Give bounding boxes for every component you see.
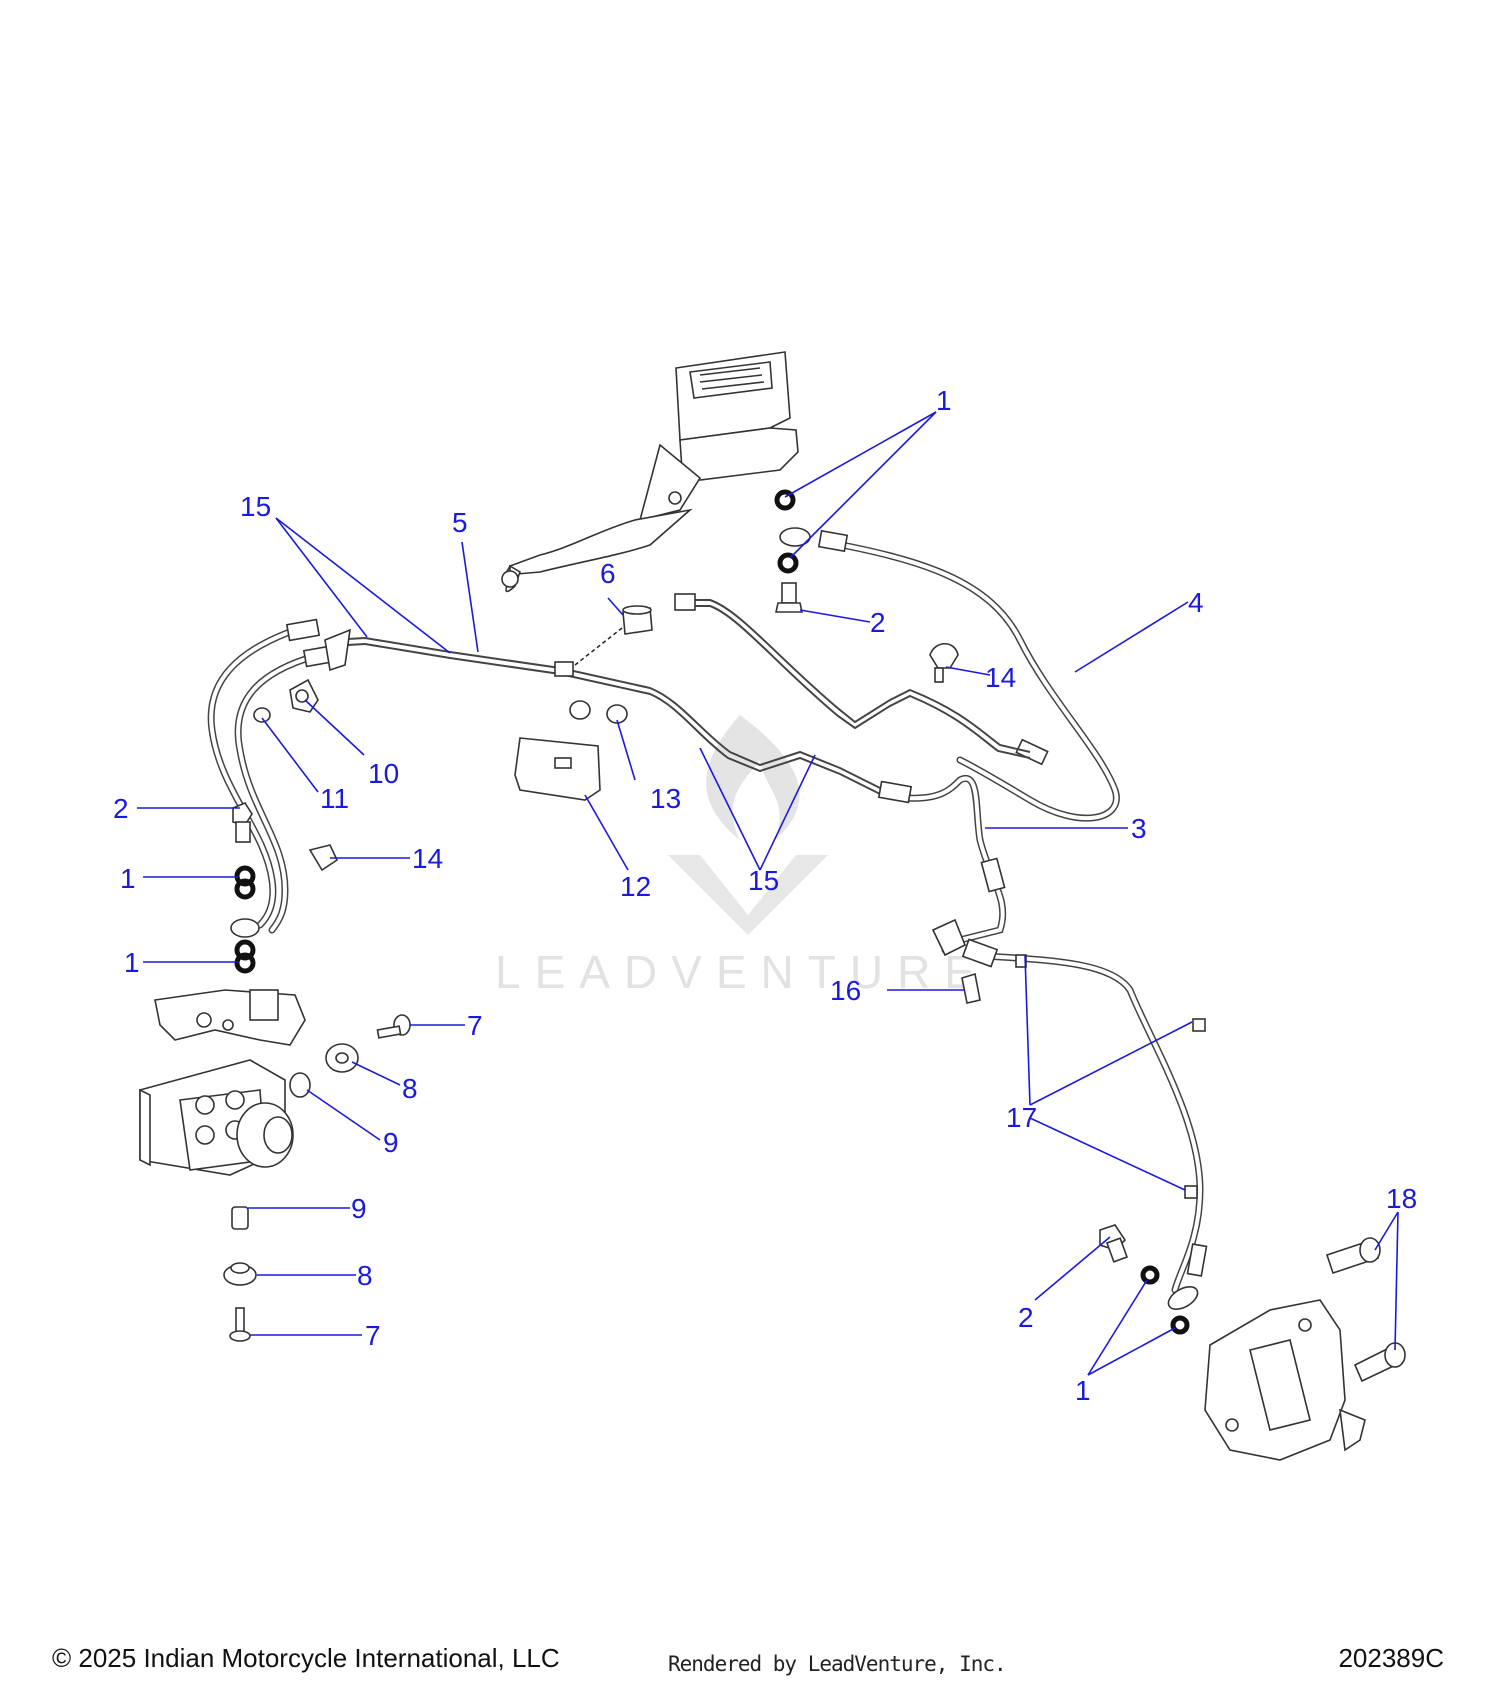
washer-lower-right-1 [1140, 1265, 1160, 1285]
footer-diagram-code: 202389C [1338, 1643, 1444, 1673]
brake-hose-4 [779, 527, 1120, 822]
clip-10 [289, 678, 319, 713]
nut-11 [253, 707, 271, 723]
callout-15-middle: 15 [748, 865, 779, 896]
bolt-7-upper [376, 1014, 411, 1039]
footer-rendered-by: Rendered by LeadVenture, Inc. [668, 1652, 1007, 1676]
callout-14-left: 14 [412, 843, 443, 874]
callout-18: 18 [1386, 1183, 1417, 1214]
spacer-6-dashed [574, 627, 623, 666]
footer-copyright: © 2025 Indian Motorcycle International, … [52, 1643, 560, 1673]
callout-10: 10 [368, 758, 399, 789]
callout-2-lower-right: 2 [1018, 1302, 1034, 1333]
washer-left-4 [234, 952, 256, 974]
brake-line-5-3 [329, 636, 1007, 957]
callout-7-upper: 7 [467, 1010, 483, 1041]
stud-14-left [308, 844, 339, 872]
banjo-bolt-lower-right [1099, 1224, 1129, 1263]
spacer-6 [622, 605, 653, 635]
callout-8-upper: 8 [402, 1073, 418, 1104]
grommet-8-lower [223, 1262, 257, 1286]
clips-13 [569, 700, 628, 724]
callout-5: 5 [452, 507, 468, 538]
callout-2-left: 2 [113, 793, 129, 824]
master-cylinder [501, 351, 799, 593]
callout-16: 16 [830, 975, 861, 1006]
washer-top-2 [777, 552, 799, 574]
washer-top-1 [774, 489, 796, 511]
bolt-16 [961, 972, 981, 1004]
grommet-8-upper [325, 1043, 359, 1073]
callout-6: 6 [600, 558, 616, 589]
caliper-bolts-18 [1325, 1237, 1406, 1383]
callout-1-left-lower: 1 [124, 947, 140, 978]
callout-13: 13 [650, 783, 681, 814]
brake-caliper [1204, 1299, 1366, 1461]
callout-8-lower: 8 [357, 1260, 373, 1291]
brake-hose-front [961, 938, 1208, 1310]
stud-14-right [929, 642, 959, 683]
callout-2-top: 2 [870, 607, 886, 638]
callout-4: 4 [1188, 587, 1204, 618]
abs-module [139, 1059, 294, 1176]
bracket-12 [514, 737, 601, 801]
banjo-bolt-left [232, 802, 253, 843]
callout-17: 17 [1006, 1102, 1037, 1133]
callout-3: 3 [1131, 813, 1147, 844]
bolt-7-lower [229, 1307, 251, 1342]
callout-12: 12 [620, 871, 651, 902]
sleeve-9-upper [289, 1072, 311, 1098]
brake-hoses-left [207, 618, 351, 938]
washer-left-2 [234, 878, 256, 900]
callout-14-right: 14 [985, 662, 1016, 693]
washer-lower-right-2 [1170, 1315, 1190, 1335]
rigid-brake-line [674, 593, 1031, 759]
callout-7-lower: 7 [365, 1320, 381, 1351]
callout-1-left-upper: 1 [120, 863, 136, 894]
sleeve-9-lower [231, 1206, 249, 1230]
banjo-bolt-top [775, 582, 803, 613]
callout-1-lower-right: 1 [1075, 1375, 1091, 1406]
washer-left-3 [234, 939, 256, 961]
washer-left-1 [234, 865, 256, 887]
callout-9-lower: 9 [351, 1193, 367, 1224]
callout-11: 11 [320, 783, 349, 814]
abs-bracket [154, 989, 306, 1046]
leader-lines [137, 411, 1399, 1376]
callout-1-top: 1 [936, 385, 952, 416]
callout-15-top: 15 [240, 491, 271, 522]
callout-labels: 1 2 4 14 15 5 6 10 11 13 12 15 3 2 14 1 … [113, 385, 1417, 1406]
callout-9-upper: 9 [383, 1127, 399, 1158]
